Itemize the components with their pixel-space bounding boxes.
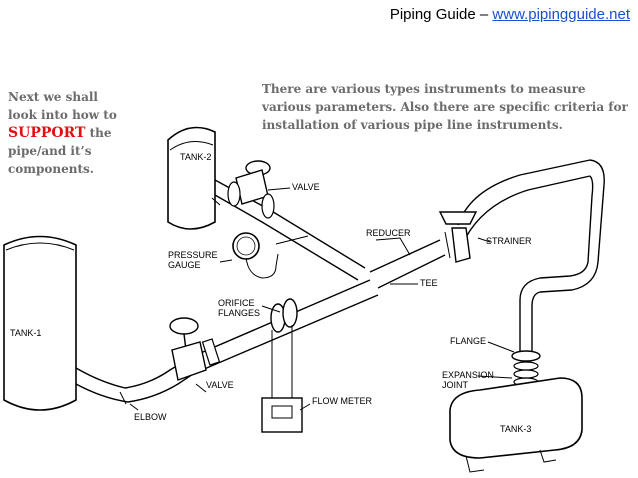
label-flow-meter: FLOW METER bbox=[312, 396, 372, 406]
flow-meter bbox=[261, 325, 303, 433]
orifice-flanges bbox=[270, 298, 298, 333]
page-header: Piping Guide – www.pipingguide.net bbox=[390, 6, 630, 23]
label-tank-1: TANK-1 bbox=[10, 328, 41, 338]
label-tee: TEE bbox=[420, 278, 438, 288]
header-title: Piping Guide – bbox=[389, 6, 493, 23]
strainer bbox=[438, 211, 478, 263]
label-expansion-2: JOINT bbox=[442, 380, 469, 390]
intro-text: Next we shall look into how to SUPPORT t… bbox=[8, 88, 126, 178]
tank-2 bbox=[167, 126, 216, 230]
label-valve-bottom: VALVE bbox=[206, 380, 234, 390]
description-text: There are various types instruments to m… bbox=[262, 82, 628, 132]
pressure-gauge bbox=[232, 232, 309, 279]
label-tank-3: TANK-3 bbox=[500, 424, 531, 434]
label-orifice-2: FLANGES bbox=[218, 308, 260, 318]
intro-before: Next we shall look into how to bbox=[8, 90, 117, 122]
tank-1 bbox=[3, 235, 77, 411]
label-orifice-1: ORIFICE bbox=[218, 298, 255, 308]
label-strainer: STRAINER bbox=[486, 236, 532, 246]
label-pressure-gauge-1: PRESSURE bbox=[168, 250, 218, 260]
tank-3 bbox=[449, 377, 583, 473]
leader-lines bbox=[129, 187, 515, 411]
label-pressure-gauge-2: GAUGE bbox=[168, 260, 201, 270]
valve-top bbox=[227, 160, 275, 219]
elbow bbox=[119, 391, 127, 405]
label-expansion-1: EXPANSION bbox=[442, 370, 494, 380]
intro-after: the pipe/and it’s components. bbox=[8, 126, 112, 176]
label-valve-top: VALVE bbox=[292, 182, 320, 192]
label-tank-2: TANK-2 bbox=[180, 152, 211, 162]
intro-highlight: SUPPORT bbox=[8, 125, 86, 141]
website-link[interactable]: www.pipingguide.net bbox=[492, 6, 630, 23]
valve-bottom bbox=[169, 317, 221, 381]
label-elbow: ELBOW bbox=[134, 412, 167, 422]
label-flange: FLANGE bbox=[450, 336, 486, 346]
label-reducer: REDUCER bbox=[366, 228, 411, 238]
